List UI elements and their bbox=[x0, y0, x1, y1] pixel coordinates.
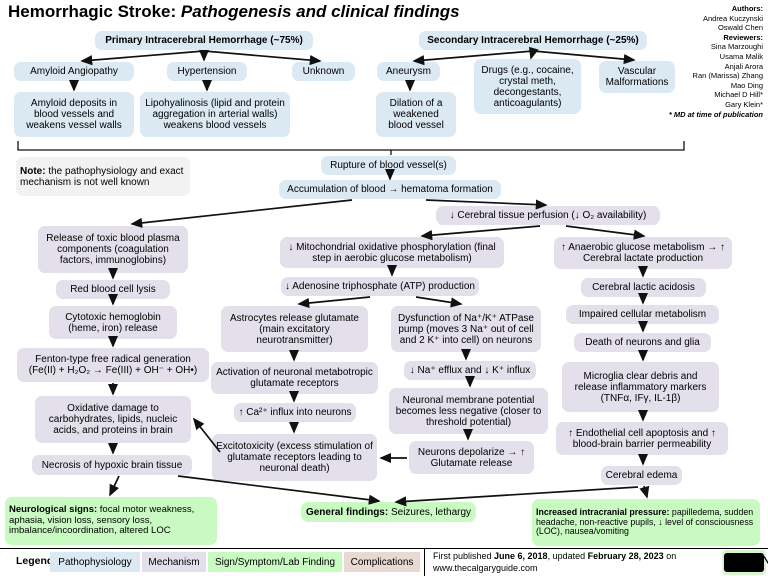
box-glutamate-receptors: Activation of neuronal metabotropic glut… bbox=[211, 362, 378, 394]
reviewer: Anjali Arora bbox=[724, 61, 763, 71]
arrow-connector bbox=[203, 50, 322, 66]
pub-date-first: June 6, 2018 bbox=[494, 551, 548, 561]
pub-date-updated: February 28, 2023 bbox=[587, 551, 664, 561]
box-atpase-dysfunction: Dysfunction of Na⁺/K⁺ ATPase pump (moves… bbox=[391, 306, 541, 352]
box-astrocytes: Astrocytes release glutamate (main excit… bbox=[221, 306, 368, 352]
neuro-signs-prefix: Neurological signs: bbox=[9, 504, 98, 516]
pub-text: , updated bbox=[547, 551, 588, 561]
publication-info: First published June 6, 2018, updated Fe… bbox=[433, 551, 708, 574]
icp-prefix: Increased intracranial pressure: bbox=[536, 506, 670, 517]
general-findings-prefix: General findings: bbox=[305, 506, 389, 518]
box-death-neurons-glia: Death of neurons and glia bbox=[574, 333, 711, 352]
bracket-line bbox=[17, 141, 685, 151]
legend-pathophysiology: Pathophysiology bbox=[50, 552, 140, 572]
arrow-connector bbox=[297, 296, 371, 309]
box-toxic-release: Release of toxic blood plasma components… bbox=[38, 226, 188, 273]
reviewer: Ran (Marissa) Zhang bbox=[692, 71, 763, 81]
box-hypertension: Hypertension bbox=[167, 62, 247, 81]
box-fenton-reaction: Fenton-type free radical generation (Fe(… bbox=[17, 348, 209, 382]
box-microglia: Microglia clear debris and release infla… bbox=[562, 362, 719, 412]
box-neurons-depolarize: Neurons depolarize → ↑ Glutamate release bbox=[409, 441, 534, 474]
box-perfusion: ↓ Cerebral tissue perfusion (↓ O₂ availa… bbox=[436, 206, 660, 225]
box-cytotoxic-hemoglobin: Cytotoxic hemoglobin (heme, iron) releas… bbox=[49, 306, 177, 339]
icp-text: papilledema, sudden headache, non-reacti… bbox=[536, 506, 754, 537]
box-excitotoxicity: Excitotoxicity (excess stimulation of gl… bbox=[212, 434, 377, 481]
box-rupture: Rupture of blood vessel(s) bbox=[321, 156, 456, 175]
box-cerebral-edema: Cerebral edema bbox=[601, 466, 682, 485]
arrow-connector bbox=[415, 296, 463, 308]
credits-block: Authors: Andrea Kuczynski Oswald Chen Re… bbox=[633, 4, 763, 119]
cc-license-area: cc BY NC SA bbox=[722, 550, 768, 575]
cc-license-badge: cc BY NC SA bbox=[724, 553, 768, 572]
box-note: Note: the pathophysiology and exact mech… bbox=[16, 157, 190, 196]
box-lactic-acidosis: Cerebral lactic acidosis bbox=[581, 278, 706, 297]
arrow-connector bbox=[109, 475, 120, 497]
pub-text: on bbox=[663, 551, 677, 561]
reviewer: Gary Klein* bbox=[725, 99, 763, 109]
neuro-signs-text: focal motor weakness, aphasia, vision lo… bbox=[9, 504, 195, 537]
box-rbc-lysis: Red blood cell lysis bbox=[56, 280, 170, 299]
reviewer: Usama Malik bbox=[719, 51, 763, 61]
box-membrane-potential: Neuronal membrane potential becomes less… bbox=[389, 388, 548, 434]
credits-footnote: * MD at time of publication bbox=[668, 109, 763, 119]
box-necrosis: Necrosis of hypoxic brain tissue bbox=[32, 455, 192, 475]
arrow-connector bbox=[639, 485, 650, 499]
author: Oswald Chen bbox=[717, 23, 763, 33]
box-general-findings: General findings: Seizures, lethargy bbox=[301, 502, 476, 522]
arrow-connector bbox=[528, 46, 539, 60]
legend-divider bbox=[424, 549, 425, 576]
box-mitochondrial: ↓ Mitochondrial oxidative phosphorylatio… bbox=[280, 237, 504, 268]
cc-nc-icon: NC bbox=[761, 553, 768, 571]
reviewers-label: Reviewers: bbox=[723, 32, 763, 42]
box-increased-icp: Increased intracranial pressure: papille… bbox=[532, 499, 760, 546]
box-amyloid-deposits: Amyloid deposits in blood vessels and we… bbox=[14, 92, 134, 137]
box-accumulation: Accumulation of blood → hematoma formati… bbox=[279, 180, 501, 199]
note-text: the pathophysiology and exact mechanism … bbox=[20, 165, 184, 188]
box-anaerobic-metabolism: ↑ Anaerobic glucose metabolism → ↑ Cereb… bbox=[554, 237, 732, 269]
general-findings-text: Seizures, lethargy bbox=[388, 506, 472, 518]
box-amyloid-angiopathy: Amyloid Angiopathy bbox=[14, 62, 134, 81]
box-ca-influx: ↑ Ca²⁺ influx into neurons bbox=[234, 403, 356, 422]
box-impaired-metabolism: Impaired cellular metabolism bbox=[566, 305, 719, 324]
box-na-k-flux: ↓ Na⁺ efflux and ↓ K⁺ influx bbox=[404, 361, 536, 380]
box-aneurysm: Aneurysm bbox=[377, 62, 440, 81]
box-primary-hemorrhage: Primary Intracerebral Hemorrhage (~75%) bbox=[95, 31, 313, 50]
pub-site-url: www.thecalgaryguide.com bbox=[433, 562, 538, 573]
legend-bar: Legend: Pathophysiology Mechanism Sign/S… bbox=[0, 548, 768, 576]
legend-complications: Complications bbox=[344, 552, 420, 572]
note-prefix: Note: bbox=[20, 165, 46, 177]
title-main: Hemorrhagic Stroke: bbox=[8, 2, 181, 21]
author: Andrea Kuczynski bbox=[702, 13, 763, 23]
legend-mechanism: Mechanism bbox=[142, 552, 206, 572]
pub-text: First published bbox=[433, 551, 495, 561]
reviewer: Mao Ding bbox=[730, 80, 763, 90]
arrow-connector bbox=[565, 225, 646, 240]
cc-icon: cc bbox=[724, 553, 740, 571]
arrow-connector bbox=[420, 225, 541, 241]
box-atp-production: ↓ Adenosine triphosphate (ATP) productio… bbox=[281, 277, 479, 296]
authors-label: Authors: bbox=[731, 4, 763, 13]
title-sub: Pathogenesis and clinical findings bbox=[180, 2, 460, 21]
arrow-connector bbox=[80, 50, 205, 66]
reviewer: Sina Marzoughi bbox=[710, 42, 763, 52]
page-title: Hemorrhagic Stroke: Pathogenesis and cli… bbox=[8, 2, 460, 22]
box-lipohyalinosis: Lipohyalinosis (lipid and protein aggreg… bbox=[140, 92, 290, 137]
cc-by-icon: BY bbox=[740, 553, 762, 571]
box-drugs: Drugs (e.g., cocaine, crystal meth, deco… bbox=[474, 59, 581, 114]
legend-sign-symptom: Sign/Symptom/Lab Finding bbox=[208, 552, 342, 572]
box-oxidative-damage: Oxidative damage to carbohydrates, lipid… bbox=[35, 396, 191, 443]
legend-label: Legend: bbox=[16, 555, 57, 567]
reviewer: Michael D Hill* bbox=[714, 90, 763, 100]
box-endothelial-apoptosis: ↑ Endothelial cell apoptosis and ↑ blood… bbox=[556, 422, 728, 455]
box-dilation: Dilation of a weakened blood vessel bbox=[376, 92, 456, 137]
box-vascular-malformations: Vascular Malformations bbox=[599, 61, 675, 93]
box-neurological-signs: Neurological signs: focal motor weakness… bbox=[5, 497, 217, 545]
box-secondary-hemorrhage: Secondary Intracerebral Hemorrhage (~25%… bbox=[419, 31, 647, 50]
arrow-connector bbox=[425, 199, 548, 210]
arrow-connector bbox=[130, 199, 353, 228]
box-unknown: Unknown bbox=[292, 62, 355, 81]
